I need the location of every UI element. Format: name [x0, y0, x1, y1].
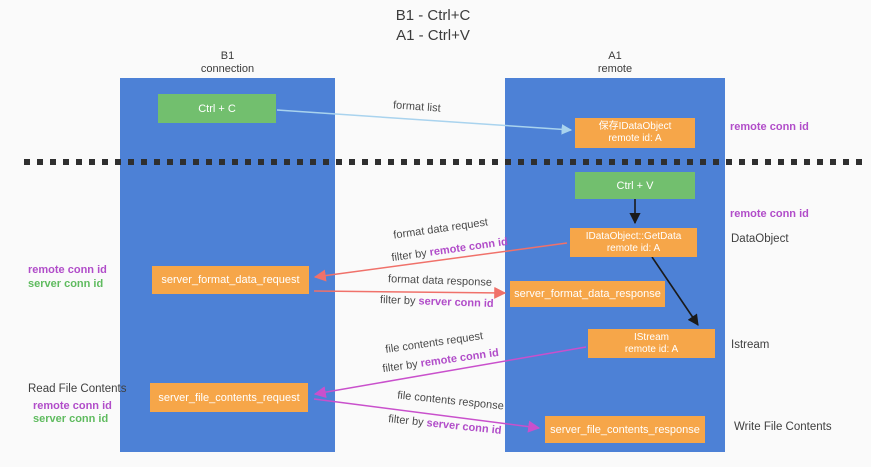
filter-by-text: filter by	[390, 247, 428, 265]
format-data-request-caption: format data request	[392, 216, 489, 242]
read-file-contents-label: Read File Contents	[28, 383, 127, 395]
server-conn-id-highlight: server conn id	[418, 295, 494, 310]
ctrl-v-box: Ctrl + V	[575, 172, 695, 199]
istream-line2: remote id: A	[624, 343, 679, 355]
save-idataobject-line2: remote id: A	[608, 133, 662, 144]
format-list-caption: format list	[392, 99, 442, 115]
filter-by-text: filter by	[381, 358, 419, 376]
remote-conn-id-label-mid: remote conn id	[730, 208, 809, 220]
lifeline-header-a1: A1 remote	[505, 50, 725, 76]
lifeline-a1-name: A1	[608, 50, 622, 62]
server-format-data-request-label: server_format_data_request	[161, 274, 300, 286]
dataobject-label: DataObject	[731, 233, 789, 245]
server-conn-id-highlight: server conn id	[425, 417, 502, 437]
title-line-2: A1 - Ctrl+V	[396, 27, 470, 44]
server-file-contents-response-box: server_file_contents_response	[545, 416, 705, 443]
diagram-title: B1 - Ctrl+C A1 - Ctrl+V	[333, 6, 533, 46]
save-idataobject-line1: 保存IDataObject	[598, 121, 672, 132]
server-format-data-request-box: server_format_data_request	[152, 266, 309, 294]
remote-conn-id-highlight: remote conn id	[419, 346, 500, 370]
lifeline-a1-role: remote	[597, 63, 633, 75]
server-conn-id-label-left1: server conn id	[28, 278, 104, 290]
session-divider-dashed-line	[24, 159, 862, 165]
istream-line1: IStream	[633, 331, 669, 343]
ctrl-v-label: Ctrl + V	[616, 179, 654, 192]
save-idataobject-box: 保存IDataObject remote id: A	[575, 118, 695, 148]
remote-conn-id-label-left1: remote conn id	[28, 264, 107, 276]
ctrl-c-label: Ctrl + C	[198, 102, 236, 115]
getdata-line1: IDataObject::GetData	[585, 230, 682, 242]
getdata-line2: remote id: A	[606, 242, 661, 254]
remote-conn-id-label-top: remote conn id	[730, 121, 809, 133]
file-contents-response-caption: file contents response	[396, 389, 505, 413]
server-format-data-response-box: server_format_data_response	[510, 281, 665, 307]
server-file-contents-response-label: server_file_contents_response	[550, 423, 700, 436]
idataobject-getdata-box: IDataObject::GetData remote id: A	[570, 228, 697, 257]
server-format-data-response-label: server_format_data_response	[514, 288, 661, 300]
lifeline-header-b1: B1 connection	[120, 50, 335, 76]
filter-by-text: filter by	[379, 294, 416, 308]
format-data-request-filter-caption: filter byremote conn id	[391, 236, 509, 264]
format-data-response-caption: format data response	[387, 273, 493, 289]
ctrl-c-box: Ctrl + C	[158, 94, 276, 123]
lifeline-b1-name: B1	[220, 50, 235, 62]
lifeline-b1-role: connection	[200, 63, 255, 75]
istream-box: IStream remote id: A	[588, 329, 715, 358]
remote-conn-id-label-left2: remote conn id	[33, 400, 112, 412]
remote-conn-id-highlight: remote conn id	[428, 235, 509, 259]
title-line-1: B1 - Ctrl+C	[395, 7, 471, 24]
server-conn-id-label-left2: server conn id	[33, 413, 109, 425]
format-data-response-arrow	[313, 286, 507, 299]
filter-by-text: filter by	[387, 413, 425, 429]
write-file-contents-label: Write File Contents	[734, 421, 832, 433]
server-file-contents-request-label: server_file_contents_request	[158, 391, 300, 404]
istream-side-label: Istream	[731, 339, 770, 351]
server-file-contents-request-box: server_file_contents_request	[150, 383, 308, 412]
